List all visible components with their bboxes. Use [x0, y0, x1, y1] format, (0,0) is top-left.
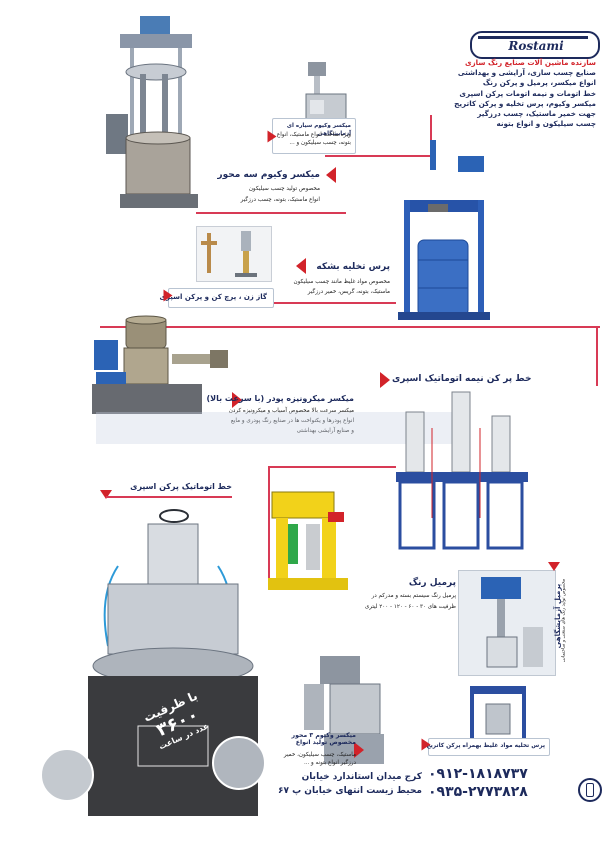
intro-line: سازنده ماشین آلات صنایع رنگ سازی — [464, 58, 596, 67]
divider — [596, 326, 598, 386]
vacuum-mixer-3axis-b-body: ماستیک، چسب سیلیکون، خمیر درزگیر انواع ب… — [283, 752, 356, 767]
divider — [106, 496, 232, 498]
divider — [256, 302, 396, 304]
pointer-icon — [100, 490, 112, 499]
pointer-icon — [267, 130, 277, 143]
intro-line: انواع میکسر، پرمیل و پرکن رنگ — [482, 78, 596, 88]
phone-number: ۰۹۱۲-۱۸۱۸۷۳۷ — [428, 766, 528, 782]
vacuum-mixer-3axis-line: مخصوص تولید چسب سیلیکون — [248, 186, 320, 192]
divider — [325, 155, 430, 157]
brand-logo-text: Rostami — [508, 39, 564, 53]
semi-auto-spray-image — [392, 388, 532, 556]
address-line: کرج میدان استاندارد خیابان — [301, 772, 422, 782]
pointer-icon — [326, 167, 336, 183]
cartridge-press-caption-box: پرس تخلیه مواد غلیظ بهمراه پرکن کاتریج — [426, 738, 550, 756]
gas-filler-title: گاز زن ، پرچ کن و پرکن اسپری — [159, 293, 267, 301]
drum-press-line: مخصوص مواد غلیظ مانند چسب سیلیکون — [293, 279, 390, 285]
lab-mill-body: مخصوص تولید رنگ های صنعتی و ساختمانی — [561, 578, 567, 663]
divider — [268, 466, 270, 584]
intro-text: سازنده ماشین آلات صنایع رنگ سازی صنایع چ… — [430, 58, 596, 130]
vacuum-mixer-small-image — [300, 60, 350, 122]
pointer-icon — [548, 562, 560, 571]
drum-press-image — [398, 140, 490, 320]
pointer-icon — [421, 738, 431, 751]
drum-press-title: پرس تخلیه بشکه — [316, 262, 390, 272]
bead-mill-title: پرمیل رنگ — [408, 578, 456, 588]
address-block: کرج میدان استاندارد خیابان محیط زیست انت… — [262, 770, 422, 799]
intro-line: خط اتومات و نیمه اتومات پرکن اسپری — [459, 88, 596, 98]
intro-line: صنایع چسب سازی، آرایشی و بهداشتی — [457, 68, 596, 78]
phone-number: ۰۹۳۵-۲۷۷۳۸۲۸ — [428, 783, 528, 800]
brand-logo: Rostami — [470, 31, 600, 59]
phone-icon — [578, 778, 602, 802]
vacuum-mixer-3axis-line: انواع ماستیک، بتونه، چسب درزگیر — [240, 197, 320, 203]
vacuum-mixer-3axis-b-title: میکسر وکیوم ۳ محور مخصوص تولید انواع — [291, 732, 356, 746]
auto-spray-line-title: خط اتوماتیک پرکن اسپری — [130, 482, 232, 491]
pointer-icon — [296, 258, 306, 274]
divider — [268, 466, 396, 468]
cartridge-press-title: پرس تخلیه مواد غلیظ بهمراه پرکن کاتریج — [426, 743, 545, 749]
pointer-icon — [163, 289, 173, 302]
bead-mill-image — [268, 488, 354, 592]
vacuum-mixer-3axis-title: میکسر وکیوم سه محور — [217, 170, 320, 180]
powder-mixer-title: میکسر میکرونیزه پودر (با سرعت بالا) — [206, 394, 355, 403]
intro-line: میکسر وکیوم، پرس تخلیه و پرکن کاتریج — [454, 98, 596, 108]
intro-line: جهت خمیر ماستیک، چسب درزگیر — [477, 109, 596, 119]
divider — [100, 326, 600, 328]
cartridge-press-image — [464, 680, 534, 740]
divider — [196, 212, 346, 214]
intro-line: چسب سیلیکون و انواع بتونه — [496, 119, 596, 129]
pointer-icon — [354, 742, 364, 758]
lab-mill-image — [458, 570, 556, 676]
vacuum-mixer-small-caption-box: میکسر وکیوم سیاره ای آزمایشگاهی ویژه ساخ… — [272, 118, 356, 154]
lab-mill-caption: پرمیل آزمایشگاهی مخصوص تولید رنگ های صنع… — [548, 572, 574, 672]
inset-photo — [40, 748, 94, 802]
watermark — [96, 412, 456, 444]
vacuum-mixer-3axis-image — [100, 14, 212, 214]
semi-auto-spray-title: خط پر کن نیمه اتوماتیک اسپری — [392, 374, 532, 384]
powder-mixer-image — [92, 314, 232, 420]
address-line: محیط زیست انتهای خیابان پ ۶۷ — [277, 786, 422, 797]
gas-filler-caption-box: گاز زن ، پرچ کن و پرکن اسپری — [160, 288, 274, 308]
vacuum-mixer-small-title: میکسر وکیوم سیاره ای آزمایشگاهی — [286, 123, 351, 138]
phone-block: ۰۹۱۲-۱۸۱۸۷۳۷ ۰۹۳۵-۲۷۷۳۸۲۸ — [428, 766, 588, 801]
powder-mixer-line: میکسر سرعت بالا مخصوص آسیاب و میکرونیزه … — [228, 408, 354, 414]
inset-photo — [212, 736, 266, 790]
pointer-icon — [232, 392, 242, 408]
divider — [430, 115, 432, 157]
powder-mixer-line: و صنایع آرایشی بهداشتی — [296, 428, 354, 434]
bead-mill-line: ظرفیت های ۳۰ - ۶۰ - ۱۲۰ - ۲۰۰ لیتری — [364, 604, 456, 610]
bead-mill-line: پرمیل رنگ سیستم بسته و مدرکم در — [371, 593, 456, 599]
powder-mixer-line: انواع پودرها و یکنواخت ها در صنایع رنگ پ… — [230, 418, 354, 424]
gas-filler-image — [196, 226, 272, 282]
vacuum-mixer-small-body: ویژه ساخت انواع ماستیک، انواع بتونه، چسب… — [276, 132, 351, 147]
drum-press-line: ماستیک، بتونه، گریس، خمیر درزگیر — [307, 289, 390, 295]
pointer-icon — [380, 372, 390, 388]
